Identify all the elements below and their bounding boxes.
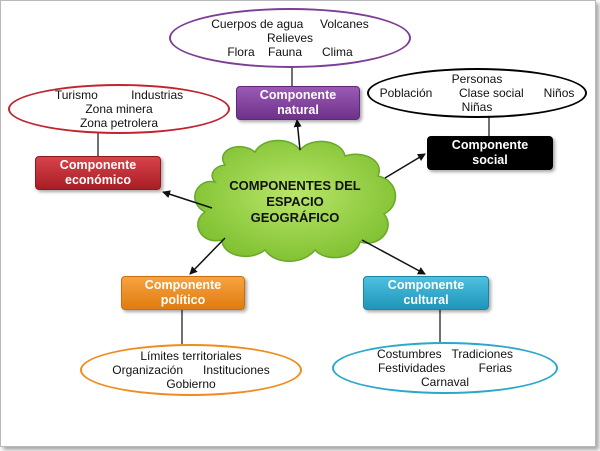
politico-box: Componente político — [121, 276, 245, 310]
natural-oval: Cuerpos de agua Volcanes Relieves Flora … — [169, 8, 411, 68]
natural-box: Componente natural — [236, 86, 360, 120]
social-row1: Personas — [451, 72, 503, 86]
social-box: Componente social — [427, 136, 553, 170]
social-oval: Personas Población Clase social Niños Ni… — [367, 68, 587, 118]
cultural-title2: cultural — [403, 293, 449, 307]
economico-row1: Turismo Industrias — [54, 88, 184, 102]
economico-title2: económico — [65, 173, 131, 187]
social-title2: social — [472, 153, 508, 167]
natural-row3: Flora Fauna Clima — [227, 45, 353, 59]
natural-title1: Componente — [259, 88, 337, 102]
cultural-oval: Costumbres Tradiciones Festividades Feri… — [332, 342, 558, 394]
economico-row2: Zona minera — [85, 102, 153, 116]
economico-oval: Turismo Industrias Zona minera Zona petr… — [8, 84, 230, 134]
cultural-box: Componente cultural — [363, 276, 489, 310]
politico-title2: político — [160, 293, 206, 307]
social-row3: Niñas — [461, 100, 493, 114]
arrow-to-politico — [189, 237, 226, 275]
natural-title2: natural — [277, 103, 319, 117]
politico-oval: Límites territoriales Organización Insti… — [80, 344, 302, 396]
arrow-to-natural — [293, 119, 302, 151]
politico-row3: Gobierno — [166, 377, 216, 391]
politico-title1: Componente — [144, 278, 222, 292]
politico-row1: Límites territoriales — [140, 349, 242, 363]
natural-row2: Relieves — [266, 31, 314, 45]
cultural-row2: Festividades Ferias — [377, 361, 513, 375]
economico-box: Componente económico — [35, 156, 161, 190]
economico-row3: Zona petrolera — [79, 116, 159, 130]
cultural-title1: Componente — [387, 278, 465, 292]
cultural-row3: Carnaval — [420, 375, 470, 389]
economico-title1: Componente — [59, 158, 137, 172]
central-title-line2: ESPACIO — [266, 194, 324, 209]
social-title1: Componente — [451, 138, 529, 152]
central-title: COMPONENTES DEL ESPACIO GEOGRÁFICO — [215, 178, 375, 226]
arrow-to-social — [384, 153, 426, 179]
politico-row2: Organización Instituciones — [112, 363, 270, 377]
natural-row1: Cuerpos de agua Volcanes — [211, 17, 369, 31]
social-row2: Población Clase social Niños — [379, 86, 575, 100]
arrow-to-economico — [162, 190, 213, 209]
cultural-row1: Costumbres Tradiciones — [376, 347, 514, 361]
arrow-to-cultural — [361, 239, 426, 275]
central-title-line3: GEOGRÁFICO — [250, 210, 340, 225]
central-title-line1: COMPONENTES DEL — [229, 178, 361, 193]
